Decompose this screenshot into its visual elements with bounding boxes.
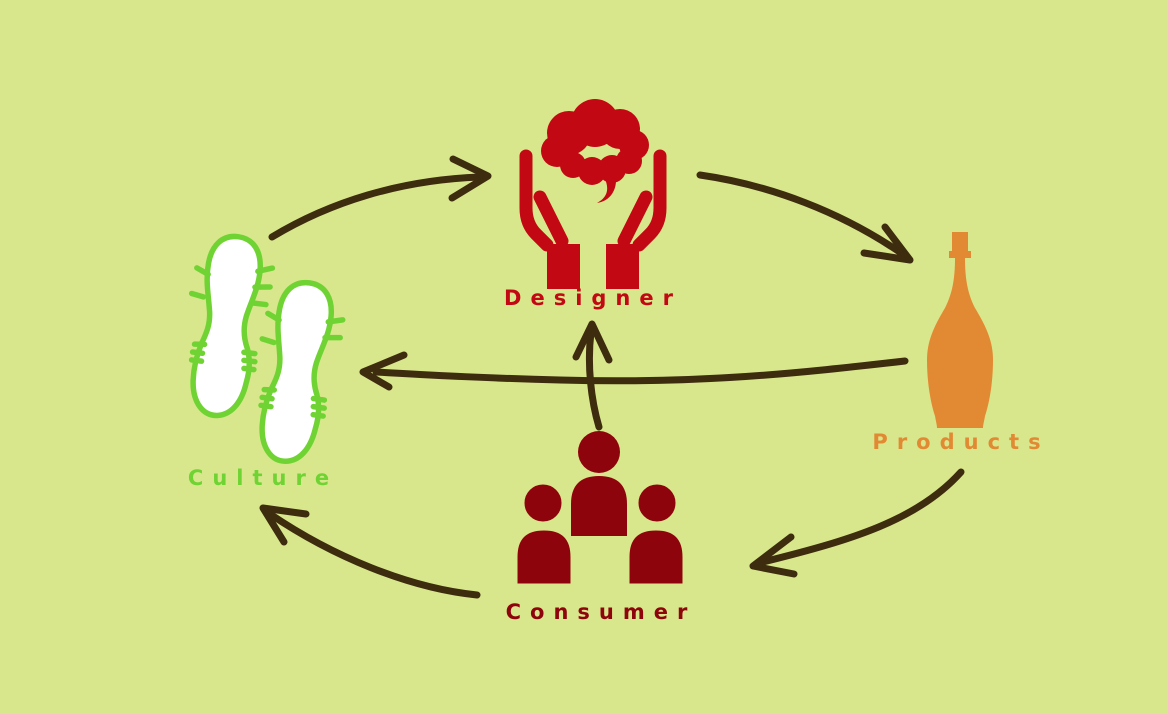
bottle-icon (927, 232, 993, 428)
footprint-right (258, 279, 346, 465)
footprints-icon (188, 233, 346, 465)
idea-cloud (541, 99, 649, 203)
person-left (512, 479, 576, 589)
right-hand (606, 149, 667, 289)
arrow-consumer-to-designer (572, 320, 613, 431)
hands-holding-idea-cloud-icon (519, 99, 667, 289)
footprint-left (188, 233, 276, 419)
person-right (624, 479, 688, 589)
arrow-designer-to-products (696, 171, 914, 264)
arrow-products-to-culture (359, 351, 909, 391)
arrow-culture-to-designer (268, 155, 492, 241)
products-label: Products (872, 430, 1050, 454)
culture-label: Culture (187, 466, 339, 490)
consumer-label: Consumer (505, 600, 697, 624)
left-hand (519, 149, 580, 289)
people-group-icon (512, 431, 688, 589)
arrow-consumer-to-culture (259, 504, 481, 599)
person-center (571, 431, 627, 536)
arrow-products-to-consumer (749, 468, 965, 578)
designer-label: Designer (504, 286, 682, 310)
